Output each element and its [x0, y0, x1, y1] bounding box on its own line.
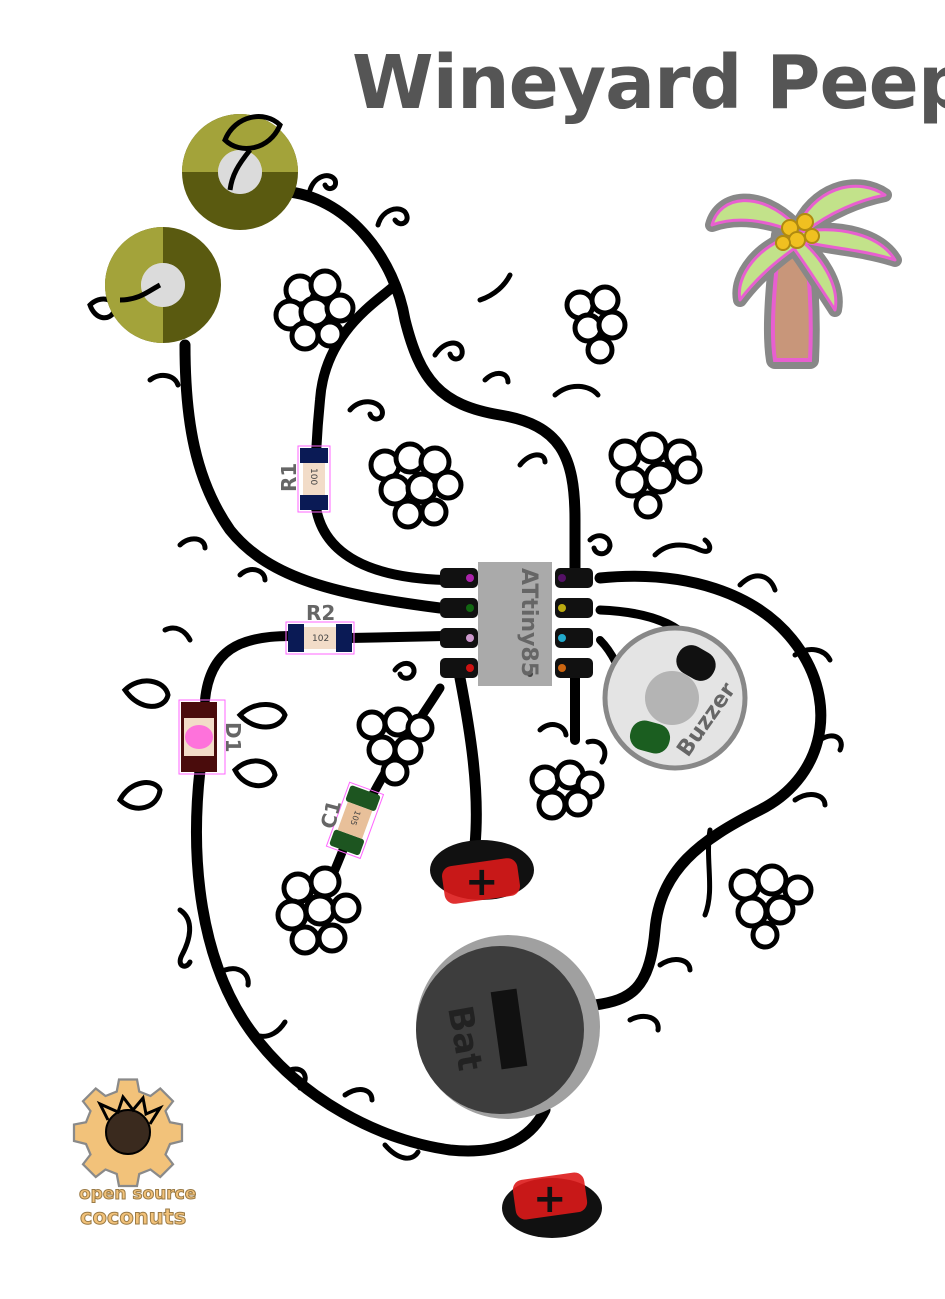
grape-cluster — [356, 706, 435, 787]
plus-pad-lower: + — [502, 1172, 602, 1238]
capacitor-c1: 105 — [325, 781, 385, 860]
palm-tree-icon — [705, 179, 902, 369]
attiny85-chip: ATtiny85 — [440, 562, 593, 686]
buzzer: Buzzer — [602, 625, 748, 771]
logo-line2: coconuts — [80, 1205, 186, 1229]
grape-cluster — [728, 863, 814, 950]
grape-cluster — [529, 759, 605, 821]
copper-pad-left — [105, 227, 221, 343]
logo-line1: open source — [79, 1184, 196, 1204]
copper-pad-top — [182, 114, 298, 230]
resistor-r1: 100 R1 — [277, 445, 331, 513]
r1-value: 100 — [308, 468, 318, 485]
grape-cluster — [368, 441, 464, 530]
r1-label: R1 — [277, 463, 301, 492]
plus-pad-upper-sign: + — [465, 859, 499, 905]
r2-label: R2 — [306, 601, 335, 625]
resistor-r2: 102 R2 — [285, 601, 355, 655]
chip-label: ATtiny85 — [516, 568, 541, 677]
grape-cluster — [273, 268, 356, 352]
grape-cluster — [608, 431, 703, 520]
grape-cluster — [564, 284, 628, 365]
battery-holder: Bat — [416, 935, 600, 1119]
grape-cluster — [275, 865, 362, 956]
led-d1: D1 — [178, 699, 245, 775]
plus-pad-upper: + — [430, 840, 534, 905]
plus-pad-lower-sign: + — [533, 1176, 567, 1222]
open-source-coconuts-logo: open source coconuts — [72, 1078, 197, 1230]
r2-value: 102 — [312, 634, 329, 644]
d1-label: D1 — [221, 722, 245, 753]
page-title: Wineyard Peepsy — [352, 40, 945, 126]
vine-tendrils — [147, 173, 844, 1161]
leaf-icon — [87, 296, 288, 811]
